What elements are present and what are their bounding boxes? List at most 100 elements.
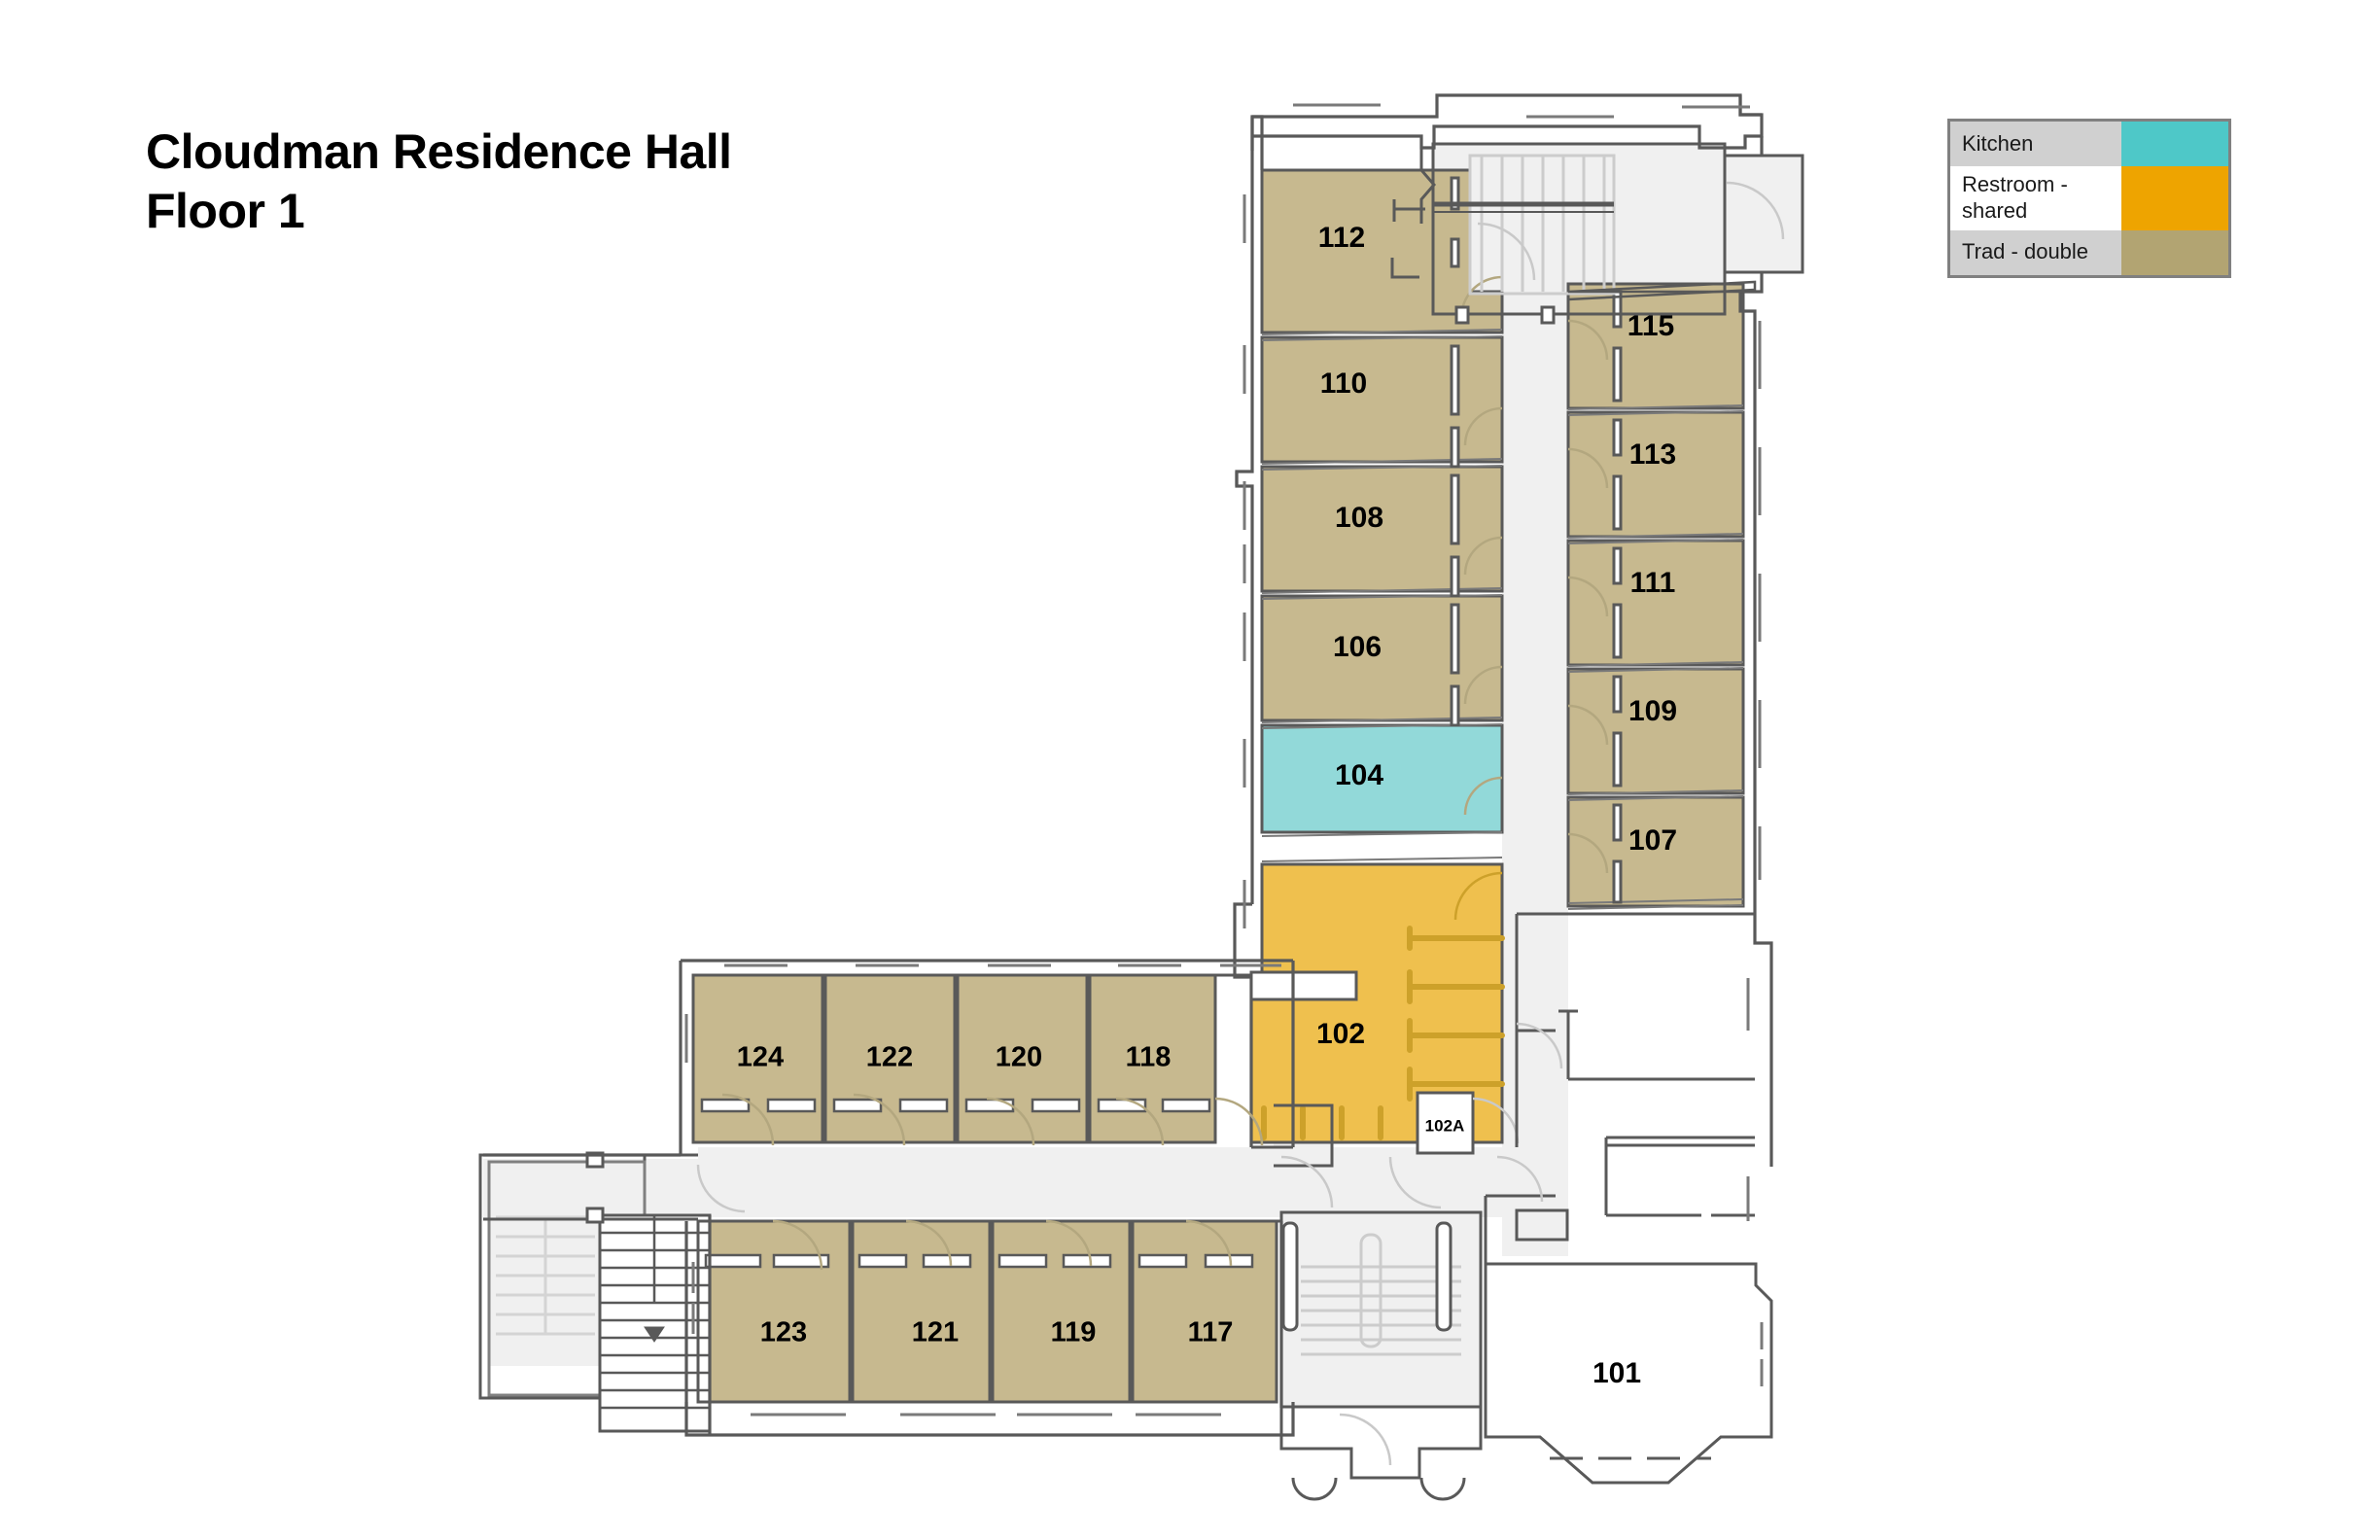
south-entry-vestibule: [1279, 1407, 1483, 1480]
room-label-118: 118: [1126, 1042, 1172, 1073]
room-fill-119: [993, 1221, 1130, 1402]
door-arc-109: [1567, 704, 1609, 746]
entry-step-left: [1291, 1477, 1338, 1501]
outline-101: [1484, 1262, 1773, 1485]
room-label-121: 121: [912, 1317, 959, 1348]
outline-117: [1131, 1219, 1278, 1404]
north-stair-flight-box: [1468, 154, 1616, 296]
room-label-107: 107: [1628, 824, 1677, 857]
door-arcs-north-wing: [1459, 275, 1609, 874]
central-stair-rail-left: [1281, 1221, 1299, 1332]
door-arc-south-entry: [1339, 1413, 1392, 1466]
party-walls-north-west: [1261, 329, 1503, 862]
legend-item-restroom-shared: Restroom - shared: [1950, 166, 2228, 230]
partition-stubs-east: [1612, 290, 1623, 904]
outline-ne-corner: [1738, 95, 1762, 117]
door-arc-107: [1567, 832, 1609, 874]
room-fill-117: [1133, 1221, 1277, 1402]
stair-direction-arrow-west: [644, 1326, 665, 1343]
partition-stubs-west: [1450, 176, 1460, 727]
legend-swatch-kitchen: [2121, 122, 2228, 166]
door-arc-104: [1463, 776, 1503, 816]
west-stairwell: [478, 1151, 746, 1433]
outline-112-west: [1252, 115, 1264, 170]
legend-label-trad-double: Trad - double: [1950, 229, 2121, 275]
outline-north-edge: [1250, 93, 1764, 151]
north-stairwell: [1390, 142, 1804, 325]
door-arc-118: [1115, 1097, 1165, 1146]
door-arc-101b: [1496, 1155, 1544, 1203]
west-stair-treads-left: [496, 1215, 595, 1336]
room-label-123: 123: [760, 1317, 807, 1348]
corridor-east-west: [698, 1147, 1291, 1217]
legend-item-trad-double: Trad - double: [1950, 229, 2228, 275]
page-title: Cloudman Residence Hall Floor 1: [146, 122, 732, 241]
west-stair-treads-right: [600, 1215, 710, 1410]
room-fill-122: [825, 975, 955, 1142]
door-arc-119: [1045, 1219, 1093, 1267]
door-arc-111: [1567, 576, 1609, 617]
room-label-119: 119: [1051, 1317, 1097, 1348]
door-arc-123: [772, 1219, 823, 1271]
door-arc-102: [1453, 871, 1503, 921]
window-marks-lower: [684, 963, 1281, 1417]
central-stair-landing: [1279, 1361, 1483, 1409]
room-fill-106: [1262, 596, 1502, 720]
room-label-104: 104: [1335, 759, 1383, 791]
outline-102A: [1416, 1091, 1475, 1155]
legend-label-kitchen: Kitchen: [1950, 122, 2121, 166]
stair-jogs: [1390, 148, 1436, 279]
legend: Kitchen Restroom - shared Trad - double: [1947, 119, 2231, 278]
outline-east-wall-mid: [1753, 914, 1773, 1167]
misc-walls: [1215, 973, 1293, 1223]
notch-102: [1249, 970, 1358, 1001]
entry-step-right: [1419, 1477, 1466, 1501]
door-arc-west-vestibule: [696, 1164, 746, 1213]
room-fill-112: [1262, 170, 1502, 332]
door-arc-106: [1463, 665, 1503, 705]
door-arc-north-closet: [1726, 181, 1785, 240]
outline-118: [1088, 973, 1217, 1144]
room-outlines-lower-north: [691, 973, 1217, 1144]
room-label-102A: 102A: [1425, 1116, 1465, 1135]
room-fill-113: [1568, 412, 1743, 537]
outline-119: [991, 1219, 1132, 1404]
legend-label-restroom-shared: Restroom - shared: [1950, 166, 2121, 230]
door-arc-120: [986, 1097, 1035, 1146]
room-label-108: 108: [1335, 502, 1383, 534]
outline-west-wall-lower: [1233, 902, 1253, 1147]
room-fill-121: [853, 1221, 990, 1402]
room-fill-102: [1251, 864, 1502, 1142]
central-stair-top-vestibule: [1274, 1103, 1334, 1168]
north-stair-treads: [1480, 156, 1606, 292]
room-label-111: 111: [1630, 567, 1676, 599]
restroom-stalls-102: [1261, 926, 1505, 1140]
door-arc-central-top: [1280, 1155, 1334, 1208]
room-label-117: 117: [1188, 1317, 1234, 1348]
room-fill-115: [1568, 284, 1743, 408]
door-arc-122: [853, 1093, 906, 1146]
door-arc-108: [1463, 536, 1503, 576]
west-vestibule-jamb2: [585, 1207, 605, 1224]
title-line-building: Cloudman Residence Hall: [146, 124, 732, 179]
north-closet-outline: [1723, 154, 1804, 274]
corridor-north-south: [1502, 284, 1568, 1256]
window-marks-101: [1746, 978, 1764, 1386]
central-stair-rail-right: [1435, 1221, 1452, 1332]
room-label-124: 124: [737, 1042, 784, 1073]
door-arcs-lower-wing: [721, 1093, 1264, 1271]
room-label-115: 115: [1628, 310, 1674, 342]
room-label-122: 122: [866, 1042, 913, 1073]
door-arc-north-stair: [1477, 222, 1536, 281]
window-marks-north-wing: [1242, 103, 1762, 928]
room-number-labels: 112 110 108 106 104 102 102A 115 113 111…: [737, 222, 1677, 1389]
room-label-102: 102: [1316, 1018, 1365, 1050]
room-label-113: 113: [1629, 438, 1676, 471]
door-arc-central-top2: [1388, 1156, 1442, 1209]
door-arc-121: [905, 1219, 953, 1267]
legend-swatch-restroom-shared: [2121, 166, 2228, 230]
outline-122: [823, 973, 957, 1144]
door-arc-118b: [1214, 1097, 1264, 1146]
legend-item-kitchen: Kitchen: [1950, 122, 2228, 166]
